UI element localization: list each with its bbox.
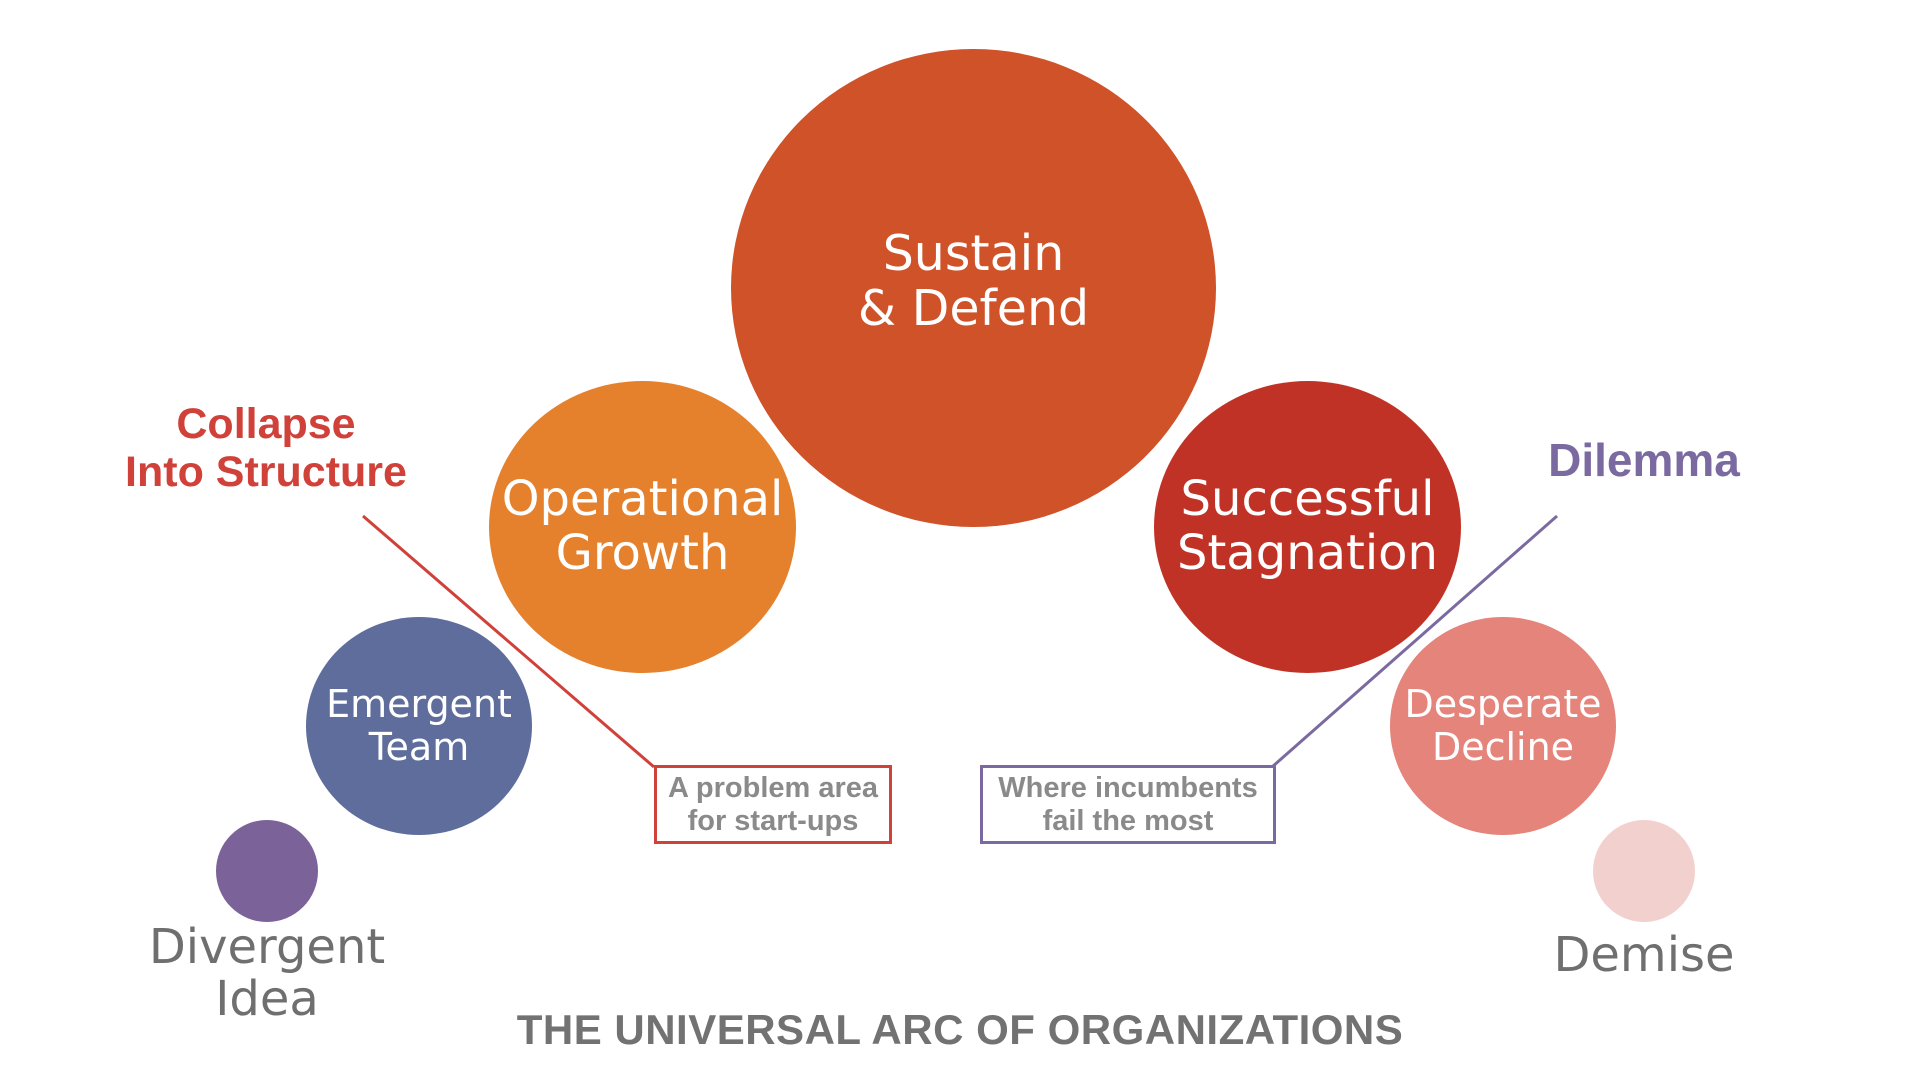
stage-label-sustain-defend-line1: Sustain xyxy=(882,225,1065,283)
callout-box-startups-line1: A problem area xyxy=(667,772,879,805)
stage-circle-operational-growth: Operational Growth xyxy=(489,381,796,673)
stage-label-demise: Demise xyxy=(1494,927,1794,983)
stage-circle-divergent-idea xyxy=(216,820,318,922)
stage-label-successful-stagnation-line2: Stagnation xyxy=(1177,525,1438,581)
stage-label-emergent-team-line2: Team xyxy=(368,725,470,769)
stage-circle-desperate-decline: Desperate Decline xyxy=(1390,617,1616,835)
callout-heading-collapse-line1: Collapse xyxy=(176,400,356,448)
stage-label-successful-stagnation-line1: Successful xyxy=(1180,471,1435,528)
stage-label-demise-line1: Demise xyxy=(1553,927,1735,983)
stage-label-desperate-decline-line2: Decline xyxy=(1431,725,1575,769)
stage-label-divergent-idea-line1: Divergent xyxy=(148,919,386,975)
stage-label-desperate-decline-line1: Desperate xyxy=(1404,682,1602,727)
callout-heading-collapse: Collapse Into Structure xyxy=(91,400,441,496)
stage-circle-sustain-defend: Sustain & Defend xyxy=(731,49,1216,527)
stage-circle-successful-stagnation: Successful Stagnation xyxy=(1154,381,1461,673)
stage-label-divergent-idea: Divergent Idea xyxy=(117,919,417,1027)
stage-label-sustain-defend-line2: & Defend xyxy=(857,280,1090,337)
callout-heading-dilemma: Dilemma xyxy=(1494,434,1794,487)
diagram-title: THE UNIVERSAL ARC OF ORGANIZATIONS xyxy=(516,1006,1404,1053)
callout-heading-dilemma-text: Dilemma xyxy=(1548,434,1740,486)
stage-label-operational-growth-line1: Operational xyxy=(501,471,784,528)
stage-label-divergent-idea-line2: Idea xyxy=(215,970,319,1027)
stage-label-operational-growth-line2: Growth xyxy=(555,525,730,581)
stage-label-emergent-team-line1: Emergent xyxy=(326,682,512,727)
callout-box-incumbents-line1: Where incumbents xyxy=(998,772,1258,805)
callout-heading-collapse-line2: Into Structure xyxy=(125,448,407,497)
callout-box-startups-line2: for start-ups xyxy=(687,804,859,837)
stage-circle-emergent-team: Emergent Team xyxy=(306,617,532,835)
callout-box-incumbents: Where incumbents fail the most xyxy=(980,765,1276,844)
callout-box-startups: A problem area for start-ups xyxy=(654,765,892,844)
callout-box-incumbents-line2: fail the most xyxy=(1042,804,1214,837)
stage-circle-demise xyxy=(1593,820,1695,922)
